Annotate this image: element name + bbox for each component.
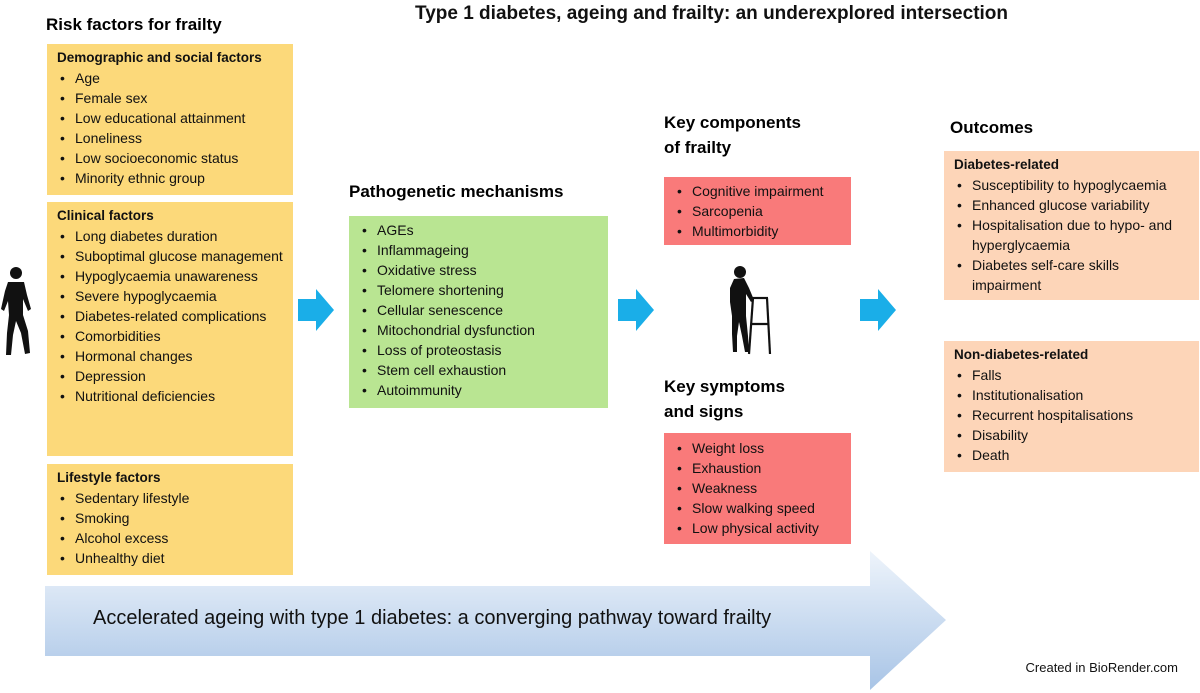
banner-text: Accelerated ageing with type 1 diabetes:… [93, 607, 772, 629]
list-item: Oxidative stress [359, 260, 600, 280]
list-item: Low educational attainment [57, 108, 285, 128]
symptoms-heading-line1: Key symptoms [664, 377, 785, 396]
list-item: Comorbidities [57, 326, 285, 346]
risk-factors-heading: Risk factors for frailty [46, 15, 222, 34]
clinical-factors-box: Clinical factors Long diabetes duration … [47, 202, 293, 456]
list-item: Telomere shortening [359, 280, 600, 300]
list-item: Long diabetes duration [57, 226, 285, 246]
symptoms-heading-line2: and signs [664, 402, 744, 421]
list-item: Weakness [674, 478, 843, 498]
list-item: AGEs [359, 220, 600, 240]
lifestyle-factors-box: Lifestyle factors Sedentary lifestyle Sm… [47, 464, 293, 575]
list-item: Minority ethnic group [57, 168, 285, 188]
list-item: Institutionalisation [954, 385, 1191, 405]
list-item: Loneliness [57, 128, 285, 148]
symptoms-list: Weight loss Exhaustion Weakness Slow wal… [674, 438, 843, 538]
list-item: Age [57, 68, 285, 88]
list-item: Female sex [57, 88, 285, 108]
list-item: Sarcopenia [674, 201, 843, 221]
list-item: Slow walking speed [674, 498, 843, 518]
list-item: Alcohol excess [57, 528, 285, 548]
arrow-right-icon [618, 289, 654, 331]
components-list: Cognitive impairment Sarcopenia Multimor… [674, 181, 843, 241]
list-item: Death [954, 445, 1191, 465]
box-title: Lifestyle factors [57, 470, 161, 485]
demographic-factors-box: Demographic and social factors Age Femal… [47, 44, 293, 195]
outcomes-heading: Outcomes [950, 118, 1034, 137]
mechanisms-heading: Pathogenetic mechanisms [349, 182, 564, 201]
non-diabetes-related-box: Non-diabetes-related Falls Institutional… [944, 341, 1199, 472]
symptoms-box: Weight loss Exhaustion Weakness Slow wal… [664, 433, 851, 544]
list-item: Autoimmunity [359, 380, 600, 400]
list-item: Unhealthy diet [57, 548, 285, 568]
components-heading-line1: Key components [664, 113, 801, 132]
clinical-factors-list: Long diabetes duration Suboptimal glucos… [57, 226, 285, 406]
list-item: Cellular senescence [359, 300, 600, 320]
list-item: Disability [954, 425, 1191, 445]
list-item: Cognitive impairment [674, 181, 843, 201]
list-item: Stem cell exhaustion [359, 360, 600, 380]
mechanisms-list: AGEs Inflammageing Oxidative stress Telo… [359, 220, 600, 400]
main-title: Type 1 diabetes, ageing and frailty: an … [415, 3, 1009, 24]
symptoms-heading: Key symptoms and signs [664, 376, 785, 423]
box-title: Diabetes-related [954, 157, 1060, 172]
elderly-walker-icon [730, 266, 772, 355]
list-item: Hormonal changes [57, 346, 285, 366]
demographic-factors-list: Age Female sex Low educational attainmen… [57, 68, 285, 188]
list-item: Diabetes self-care skills impairment [954, 255, 1191, 295]
list-item: Recurrent hospitalisations [954, 405, 1191, 425]
list-item: Smoking [57, 508, 285, 528]
list-item: Falls [954, 365, 1191, 385]
list-item: Inflammageing [359, 240, 600, 260]
non-diabetes-related-list: Falls Institutionalisation Recurrent hos… [954, 365, 1191, 465]
walking-person-icon [1, 267, 31, 355]
list-item: Suboptimal glucose management [57, 246, 285, 266]
arrow-right-icon [298, 289, 334, 331]
components-box: Cognitive impairment Sarcopenia Multimor… [664, 177, 851, 245]
box-title: Demographic and social factors [57, 50, 262, 65]
diabetes-related-list: Susceptibility to hypoglycaemia Enhanced… [954, 175, 1191, 295]
list-item: Nutritional deficiencies [57, 386, 285, 406]
components-heading-line2: of frailty [664, 138, 732, 157]
box-title: Clinical factors [57, 208, 154, 223]
list-item: Low physical activity [674, 518, 843, 538]
mechanisms-box: AGEs Inflammageing Oxidative stress Telo… [349, 216, 608, 408]
list-item: Diabetes-related complications [57, 306, 285, 326]
list-item: Low socioeconomic status [57, 148, 285, 168]
box-title: Non-diabetes-related [954, 347, 1089, 362]
list-item: Susceptibility to hypoglycaemia [954, 175, 1191, 195]
list-item: Depression [57, 366, 285, 386]
list-item: Hospitalisation due to hypo- and hypergl… [954, 215, 1191, 255]
credit-text: Created in BioRender.com [1025, 660, 1178, 675]
list-item: Sedentary lifestyle [57, 488, 285, 508]
list-item: Mitochondrial dysfunction [359, 320, 600, 340]
list-item: Loss of proteostasis [359, 340, 600, 360]
list-item: Severe hypoglycaemia [57, 286, 285, 306]
list-item: Weight loss [674, 438, 843, 458]
list-item: Exhaustion [674, 458, 843, 478]
list-item: Hypoglycaemia unawareness [57, 266, 285, 286]
list-item: Multimorbidity [674, 221, 843, 241]
arrow-right-icon [860, 289, 896, 331]
lifestyle-factors-list: Sedentary lifestyle Smoking Alcohol exce… [57, 488, 285, 568]
components-heading: Key components of frailty [664, 112, 801, 159]
list-item: Enhanced glucose variability [954, 195, 1191, 215]
diabetes-related-box: Diabetes-related Susceptibility to hypog… [944, 151, 1199, 300]
